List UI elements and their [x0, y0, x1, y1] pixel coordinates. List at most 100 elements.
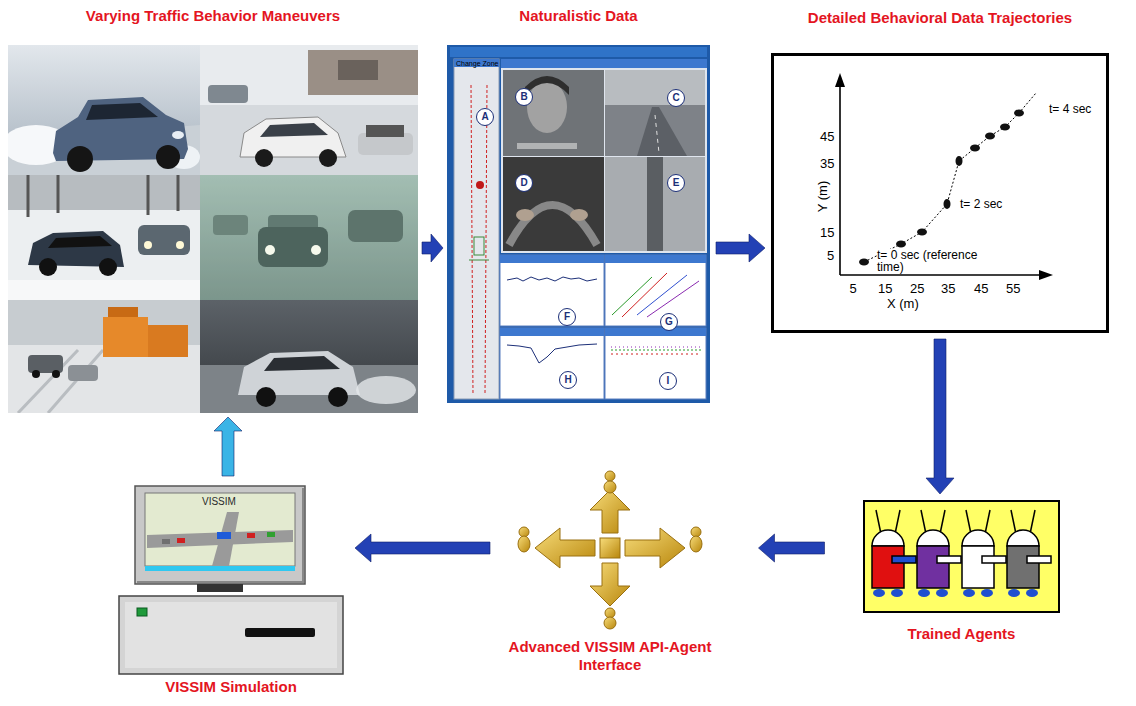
robot-agents-part-part	[962, 530, 994, 546]
data-viewer-screen-part	[605, 157, 705, 251]
data-viewer-screen-part	[637, 107, 687, 156]
robot-agents-part-part	[940, 510, 945, 534]
robot-agents-part-part	[1027, 556, 1051, 563]
callout-letter: F	[558, 308, 576, 326]
x-tick: 55	[1005, 281, 1021, 296]
data-viewer-screen-part	[469, 260, 489, 261]
data-viewer-screen-part	[517, 143, 577, 149]
flow-arrow	[716, 234, 765, 262]
weather-photo-collage-part	[255, 149, 273, 167]
robot-agents-part-part	[917, 530, 949, 546]
callout-letter: A	[476, 108, 494, 126]
api-interface-figure-part-part	[625, 528, 685, 568]
api-interface-figure-part-part	[518, 536, 530, 552]
trajectory-plot-part-part	[985, 133, 995, 140]
robot-agents-part-part	[985, 510, 990, 534]
computer-illustration-part	[135, 486, 305, 584]
data-viewer-screen-part	[476, 181, 484, 189]
weather-photo-collage-part	[28, 355, 63, 373]
x-tick: 35	[940, 281, 956, 296]
data-viewer-screen-part	[447, 45, 710, 403]
weather-photo-collage-part	[138, 225, 190, 255]
trajectory-plot-part-part	[956, 156, 963, 166]
computer-illustration-part	[145, 493, 295, 566]
data-viewer-screen-part	[611, 347, 701, 348]
x-tick: 25	[909, 281, 925, 296]
robot-agents-part-part	[1030, 510, 1035, 534]
weather-photo-collage-part	[156, 145, 180, 169]
robot-agents	[863, 500, 1060, 613]
computer-illustration	[117, 480, 345, 676]
interface-figure: Advanced VISSIM API-Agent Interface	[500, 470, 720, 630]
data-viewer-screen-part	[454, 59, 499, 67]
trajectory-plot-part	[839, 81, 841, 275]
flow-arrow	[759, 534, 825, 562]
weather-photo-collage-part	[86, 103, 158, 120]
weather-photo-collage-part	[68, 365, 98, 381]
trajectory-plot-part	[1039, 270, 1053, 280]
trajectory-plot-part-part	[1000, 124, 1010, 131]
flow-arrow	[355, 534, 490, 562]
robot-agents-part-part	[918, 589, 930, 597]
data-viewer-screen-part	[605, 328, 706, 399]
step-heading: Naturalistic Data	[519, 7, 637, 25]
computer-illustration-part	[245, 628, 315, 637]
api-interface-figure-part-part	[535, 528, 595, 568]
y-tick: 35	[819, 156, 835, 171]
step-heading: Varying Traffic Behavior Maneuvers	[86, 7, 340, 25]
y-tick: 15	[819, 225, 835, 240]
data-viewer-screen-part	[503, 70, 604, 156]
robot-agents-part-part	[1007, 530, 1039, 546]
weather-photo-collage-part	[356, 376, 416, 404]
photo-panel: Varying Traffic Behavior Maneuvers	[8, 45, 418, 413]
weather-photo-collage-part	[48, 236, 112, 248]
computer-illustration-part	[177, 538, 185, 543]
data-viewer-screen-part	[605, 328, 706, 336]
computer-illustration-part	[212, 512, 239, 566]
api-interface-figure-part-part	[690, 536, 702, 552]
x-tick: 15	[877, 281, 893, 296]
y-tick: 45	[819, 129, 835, 144]
step-heading: VISSIM Simulation	[165, 678, 297, 696]
robot-agents-part-part	[872, 546, 904, 588]
robot-agents-part-part	[1008, 589, 1020, 597]
weather-photo-collage-part	[57, 175, 60, 213]
weather-photo-collage-part	[144, 241, 152, 249]
computer-illustration-part	[145, 566, 295, 571]
weather-photo-collage-part	[264, 356, 340, 371]
trajectory-plot-part-part	[1014, 110, 1024, 117]
time-annotation: t= 0 sec (reference time)	[877, 249, 989, 273]
callout-letter: C	[667, 89, 685, 107]
flow-arrow	[422, 234, 443, 262]
trajectory-plot-part	[773, 55, 1108, 332]
x-tick: 45	[973, 281, 989, 296]
callout-letter: G	[660, 313, 678, 331]
data-viewer-screen-part	[509, 205, 597, 245]
trajectory-plot-part	[864, 93, 1036, 262]
robot-agents-part	[872, 510, 1051, 588]
weather-photo-collage-part	[176, 241, 184, 249]
data-viewer-screen-part	[454, 59, 499, 399]
weather-photo-collage-part	[200, 300, 418, 413]
robot-agents-part-part	[921, 510, 926, 534]
data-viewer-screen-part	[500, 328, 604, 399]
robot-agents-part-part	[873, 589, 885, 597]
data-viewer-screen-part	[503, 157, 604, 251]
trajectory-plot-part-part	[944, 199, 951, 209]
callout-letter: E	[667, 174, 685, 192]
data-viewer-screen-part	[500, 255, 604, 263]
trajectory-plot-part-part	[917, 229, 927, 236]
weather-photo-collage-part	[200, 175, 418, 300]
api-interface-figure-part-part	[605, 471, 615, 481]
api-interface-figure	[500, 470, 720, 630]
computer-node: VISSIM Simulation	[117, 480, 345, 676]
agents-box: Trained Agents	[863, 500, 1060, 613]
data-viewer-screen-part	[501, 59, 707, 253]
api-interface-figure-part-part	[600, 538, 620, 558]
api-interface-figure-part-part	[590, 490, 630, 533]
weather-photo-collage-part	[338, 60, 378, 80]
weather-photo-collage-part	[256, 387, 276, 407]
data-viewer-screen-part	[527, 81, 567, 133]
data-viewer-screen-part	[500, 328, 604, 336]
data-viewer-screen-part	[450, 47, 707, 57]
